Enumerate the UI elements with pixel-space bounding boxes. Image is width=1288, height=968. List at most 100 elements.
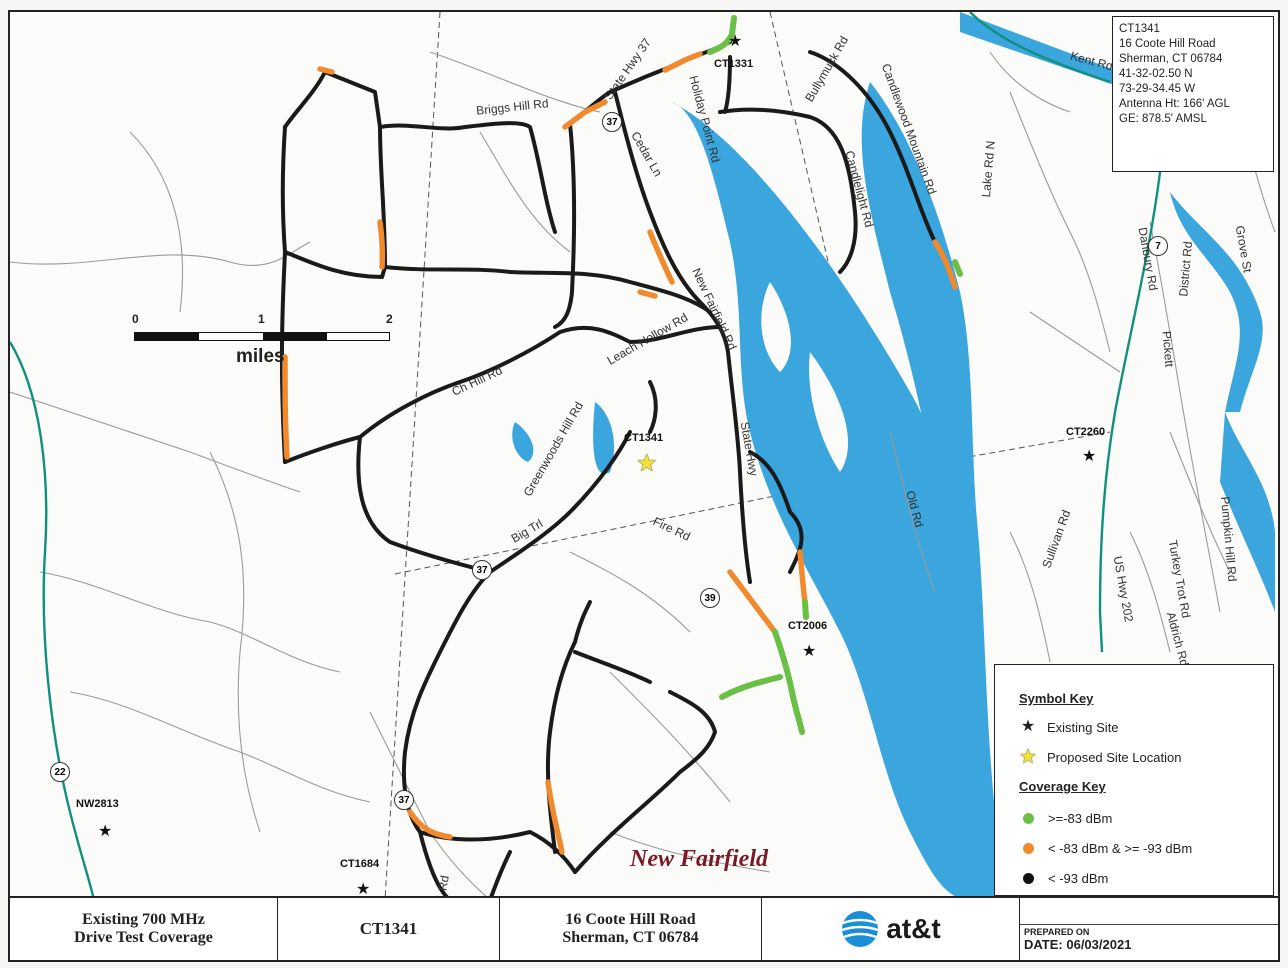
address-cell: 16 Coote Hill Road Sherman, CT 06784 bbox=[500, 898, 762, 960]
existing-site-star-icon[interactable]: ★ bbox=[98, 823, 113, 840]
map-canvas bbox=[10, 12, 1276, 896]
drive-route bbox=[718, 107, 858, 274]
coverage-segment bbox=[932, 239, 958, 290]
prepared-top-row bbox=[1020, 898, 1278, 925]
coverage-segment bbox=[637, 289, 658, 299]
minor-road bbox=[1129, 531, 1171, 653]
scale-tick-2: 2 bbox=[386, 312, 393, 326]
minor-road bbox=[129, 131, 184, 313]
site-info-line: Sherman, CT 06784 bbox=[1119, 53, 1223, 65]
existing-site-star-icon[interactable]: ★ bbox=[1082, 448, 1097, 465]
candlewood-lake bbox=[672, 102, 970, 896]
site-label-ct1341: CT1341 bbox=[624, 432, 664, 444]
site-info-line: GE: 878.5' AMSL bbox=[1119, 113, 1207, 125]
site-label-ct1331: CT1331 bbox=[714, 58, 754, 70]
coverage-map[interactable]: Briggs Hill Rd State Hwy 37 Holiday Poin… bbox=[8, 10, 1280, 898]
boundary-line bbox=[384, 12, 441, 896]
title-line: Existing 700 MHz bbox=[82, 911, 205, 928]
minor-road bbox=[569, 551, 691, 633]
minor-road bbox=[39, 571, 341, 673]
minor-road bbox=[1009, 531, 1051, 663]
existing-site-star-icon[interactable]: ★ bbox=[356, 881, 371, 898]
site-info-box: CT1341 16 Coote Hill Road Sherman, CT 06… bbox=[1112, 16, 1274, 172]
site-info-line: 73-29-34.45 W bbox=[1119, 83, 1196, 95]
route-shield-37: 37 bbox=[394, 790, 414, 810]
route-shield-22: 22 bbox=[50, 762, 70, 782]
drive-route bbox=[553, 122, 577, 329]
coverage-segment bbox=[727, 569, 778, 635]
legend-proposed-label: Proposed Site Location bbox=[1047, 749, 1182, 765]
site-info-line: 16 Coote Hill Road bbox=[1119, 38, 1216, 50]
drive-route bbox=[573, 650, 652, 684]
scale-bar-frame bbox=[134, 332, 390, 341]
river-north bbox=[960, 12, 1120, 87]
scale-unit: miles bbox=[236, 346, 285, 367]
minor-road bbox=[429, 51, 601, 113]
legend-level-label: < -83 dBm & >= -93 dBm bbox=[1048, 841, 1193, 856]
island bbox=[761, 282, 791, 372]
bullymuck-route bbox=[808, 50, 937, 244]
housatonic-river-south bbox=[1220, 412, 1275, 612]
road-label-pickett: Pickett bbox=[1159, 330, 1177, 368]
site-label-ct1684: CT1684 bbox=[340, 858, 380, 870]
title-line: Drive Test Coverage bbox=[74, 929, 213, 946]
site-label-nw2813: NW2813 bbox=[76, 798, 119, 810]
legend-row-strong: >=-83 dBm bbox=[1019, 811, 1112, 826]
drive-route bbox=[418, 830, 449, 896]
coverage-segment bbox=[647, 229, 675, 285]
proposed-site-star-icon[interactable]: ★ bbox=[636, 450, 658, 477]
prepared-cell: PREPARED ON DATE: 06/03/2021 bbox=[1020, 898, 1278, 960]
minor-road bbox=[479, 131, 571, 253]
island bbox=[809, 352, 849, 472]
legend-swatch-medium bbox=[1023, 843, 1034, 854]
att-logo-text: at&t bbox=[886, 913, 941, 944]
minor-road bbox=[989, 51, 1071, 113]
legend-row-proposed: ★ Proposed Site Location bbox=[1019, 747, 1182, 767]
coverage-segment bbox=[662, 51, 703, 73]
town-label: New Fairfield bbox=[630, 846, 768, 872]
strong-coverage-segment bbox=[719, 674, 783, 700]
legend-level-label: < -93 dBm bbox=[1048, 871, 1109, 886]
old-road bbox=[889, 431, 936, 593]
strong-coverage-segment bbox=[772, 629, 805, 735]
address-line: Sherman, CT 06784 bbox=[562, 929, 699, 946]
minor-road bbox=[69, 691, 371, 803]
site-info-line: Antenna Ht: 166' AGL bbox=[1119, 98, 1230, 110]
site-info-line: CT1341 bbox=[1119, 23, 1160, 35]
scale-tick-1: 1 bbox=[258, 312, 265, 326]
site-label-ct2260: CT2260 bbox=[1066, 426, 1106, 438]
boundary-line bbox=[769, 12, 871, 443]
drive-route bbox=[401, 570, 577, 874]
att-logo: at&t bbox=[840, 909, 941, 949]
legend-level-label: >=-83 dBm bbox=[1048, 811, 1113, 826]
scale-bar: 0 1 2 miles bbox=[132, 312, 402, 382]
scale-bar-segment bbox=[135, 333, 199, 340]
title-block: Existing 700 MHz Drive Test Coverage CT1… bbox=[8, 898, 1280, 962]
scale-tick-0: 0 bbox=[132, 312, 139, 326]
route-north bbox=[969, 12, 1111, 84]
drive-route bbox=[723, 55, 732, 114]
minor-road bbox=[1149, 221, 1221, 613]
drive-route bbox=[573, 690, 717, 874]
existing-site-star-icon[interactable]: ★ bbox=[802, 643, 817, 660]
road-label-rd: Rd bbox=[435, 874, 452, 892]
pond bbox=[512, 422, 534, 462]
drive-route bbox=[489, 850, 512, 896]
strong-coverage-segment bbox=[802, 599, 809, 620]
pond bbox=[593, 402, 615, 474]
drive-test-mid bbox=[282, 51, 958, 855]
drive-route bbox=[383, 265, 712, 314]
symbol-key-title: Symbol Key bbox=[1019, 691, 1094, 706]
legend-row-medium: < -83 dBm & >= -93 dBm bbox=[1019, 841, 1192, 856]
lake-east-arm bbox=[861, 82, 1010, 896]
logo-cell: at&t bbox=[762, 898, 1020, 960]
existing-site-star-icon: ★ bbox=[1020, 718, 1036, 735]
route-shield-7: 7 bbox=[1148, 236, 1168, 256]
legend-swatch-strong bbox=[1023, 813, 1034, 824]
title-cell: Existing 700 MHz Drive Test Coverage bbox=[10, 898, 278, 960]
existing-site-star-icon[interactable]: ★ bbox=[728, 33, 743, 50]
drive-route bbox=[279, 70, 387, 464]
scale-bar-segment bbox=[263, 333, 327, 340]
legend-row-weak: < -93 dBm bbox=[1019, 871, 1108, 886]
